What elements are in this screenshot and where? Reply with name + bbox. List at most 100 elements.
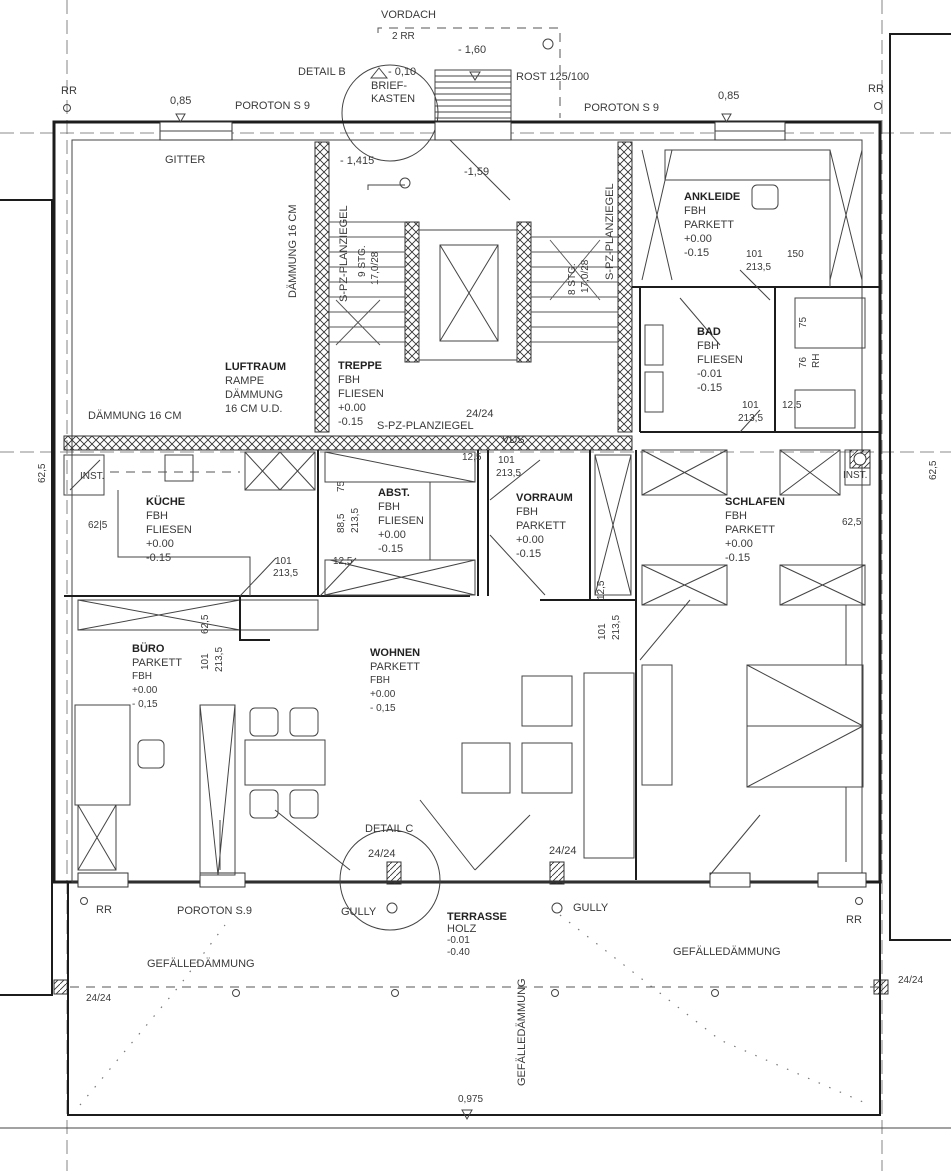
- room-line: -0.15: [684, 247, 710, 259]
- room-line: - 0,15: [370, 703, 396, 714]
- room-name: KÜCHE: [146, 496, 186, 508]
- poroton-label-right: POROTON S 9: [584, 102, 659, 114]
- room-name: BÜRO: [132, 643, 165, 655]
- room-line: +0.00: [146, 538, 174, 550]
- dim-ankleide-door-w: 101: [746, 249, 763, 260]
- room-line: PARKETT: [132, 657, 182, 669]
- gully-right-label: GULLY: [573, 902, 609, 914]
- room-line: FBH: [370, 675, 390, 686]
- dim-abst-213-5: 213,5: [350, 507, 361, 533]
- room-line: PARKETT: [516, 520, 566, 532]
- dim-vorraum-door-w: 101: [498, 455, 515, 466]
- room-abst: ABST. FBH FLIESEN +0.00 -0.15: [378, 486, 424, 556]
- room-line: FBH: [516, 506, 538, 518]
- room-name: ABST.: [378, 487, 410, 499]
- room-line: FBH: [697, 340, 719, 352]
- dim-buero-door-w: 101: [200, 653, 211, 670]
- poroton-south-label: POROTON S.9: [177, 905, 252, 917]
- room-line: +0.00: [132, 685, 158, 696]
- room-line: -0.15: [725, 552, 751, 564]
- dim-ankleide-door-h: 213,5: [746, 262, 772, 273]
- gitter-label: GITTER: [165, 154, 206, 166]
- room-line: PARKETT: [370, 661, 420, 673]
- room-line: 16 CM U.D.: [225, 403, 283, 415]
- spz-planziegel-right: S-PZ-PLANZIEGEL: [604, 183, 616, 280]
- dim-wohnen-door-h: 213,5: [611, 614, 622, 640]
- level-window-right: 0,85: [718, 90, 740, 102]
- room-line: FLIESEN: [146, 524, 192, 536]
- vds-label: VDS: [502, 434, 525, 446]
- pillar-se-label: 24/24: [898, 975, 924, 986]
- dim-bad-76: 76: [798, 356, 809, 368]
- gefaelle-vertical-label: GEFÄLLEDÄMMUNG: [516, 978, 528, 1086]
- daemmung-horizontal-label: DÄMMUNG 16 CM: [88, 410, 182, 422]
- room-line: PARKETT: [725, 524, 775, 536]
- room-line: -0.15: [338, 416, 364, 428]
- dim-kueche-62-5: 62|5: [88, 520, 108, 531]
- room-line: -0.15: [697, 382, 723, 394]
- room-line: HOLZ: [447, 923, 477, 935]
- level-entrance: - 1,60: [458, 44, 487, 56]
- gefaelle-left-label: GEFÄLLEDÄMMUNG: [147, 958, 255, 970]
- room-line: +0.00: [338, 402, 366, 414]
- room-line: -0.15: [146, 552, 172, 564]
- room-line: - 0,15: [132, 699, 158, 710]
- stair-right-steps: 8 STG.: [567, 263, 578, 295]
- dim-vorraum-12-5: 12,5: [462, 452, 482, 463]
- room-name: ANKLEIDE: [684, 191, 741, 203]
- dim-bad-rh: RH: [811, 353, 822, 368]
- room-line: -0.01: [447, 935, 470, 946]
- room-line: FLIESEN: [338, 388, 384, 400]
- room-schlafen: SCHLAFEN FBH PARKETT +0.00 -0.15: [725, 495, 785, 565]
- rr-label-nw: RR: [61, 85, 77, 97]
- poroton-label-left: POROTON S 9: [235, 100, 310, 112]
- room-line: -0.15: [516, 548, 542, 560]
- room-name: SCHLAFEN: [725, 496, 785, 508]
- room-line: +0.00: [684, 233, 712, 245]
- room-treppe: TREPPE FBH FLIESEN +0.00 -0.15: [338, 359, 384, 429]
- dim-kueche-door-w: 101: [275, 556, 292, 567]
- pillar-mid-label: 24/24: [466, 408, 494, 420]
- briefkasten-label-1: BRIEF-: [371, 80, 408, 92]
- dim-schlafen-62-5: 62,5: [842, 517, 862, 528]
- room-line: FBH: [338, 374, 360, 386]
- dim-right-62-5: 62,5: [928, 460, 939, 480]
- spz-planziegel-bottom: S-PZ-PLANZIEGEL: [377, 420, 474, 432]
- stair-core: [63, 141, 633, 451]
- neighbour-walls: [0, 33, 951, 996]
- stair-left-ratio: 17,0/28: [370, 251, 381, 285]
- entrance-canopy: [341, 27, 561, 201]
- level-stair-right: -1,59: [464, 166, 490, 178]
- room-line: +0.00: [378, 529, 406, 541]
- rr-label-sw: RR: [96, 904, 112, 916]
- spz-planziegel-left: S-PZ-PLANZIEGEL: [338, 205, 350, 302]
- room-terrasse: TERRASSE HOLZ -0.01 -0.40: [447, 911, 507, 959]
- dim-bad-75: 75: [798, 316, 809, 328]
- stair-right-ratio: 17,0/28: [580, 259, 591, 293]
- room-line: FLIESEN: [378, 515, 424, 527]
- room-name: VORRAUM: [516, 492, 573, 504]
- room-line: -0.01: [697, 368, 723, 380]
- level-window-left: 0,85: [170, 95, 192, 107]
- dim-bad-door-w: 101: [742, 400, 759, 411]
- rost-label: ROST 125/100: [516, 71, 590, 83]
- interior-walls: [63, 149, 880, 880]
- room-ankleide: ANKLEIDE FBH PARKETT +0.00 -0.15: [684, 190, 740, 260]
- dim-abst-75: 75: [336, 480, 347, 492]
- room-name: WOHNEN: [370, 647, 421, 659]
- daemmung-vertical-label: DÄMMUNG 16 CM: [287, 204, 299, 298]
- room-line: PARKETT: [684, 219, 734, 231]
- stair-left-steps: 9 STG.: [357, 245, 368, 277]
- dim-kueche-12-5: 12,5: [333, 556, 353, 567]
- rr-label-se: RR: [846, 914, 862, 926]
- room-name: TERRASSE: [447, 911, 507, 923]
- room-line: FBH: [132, 671, 152, 682]
- dim-kueche-door-h: 213,5: [273, 568, 299, 579]
- level-stair-left: - 1,415: [340, 155, 375, 167]
- dim-wohnen-12-5: 12,5: [596, 580, 607, 600]
- room-wohnen: WOHNEN PARKETT FBH +0.00 - 0,15: [370, 646, 420, 716]
- room-buero: BÜRO PARKETT FBH +0.00 - 0,15: [132, 642, 182, 712]
- dim-bad-12-5: 12,5: [782, 400, 802, 411]
